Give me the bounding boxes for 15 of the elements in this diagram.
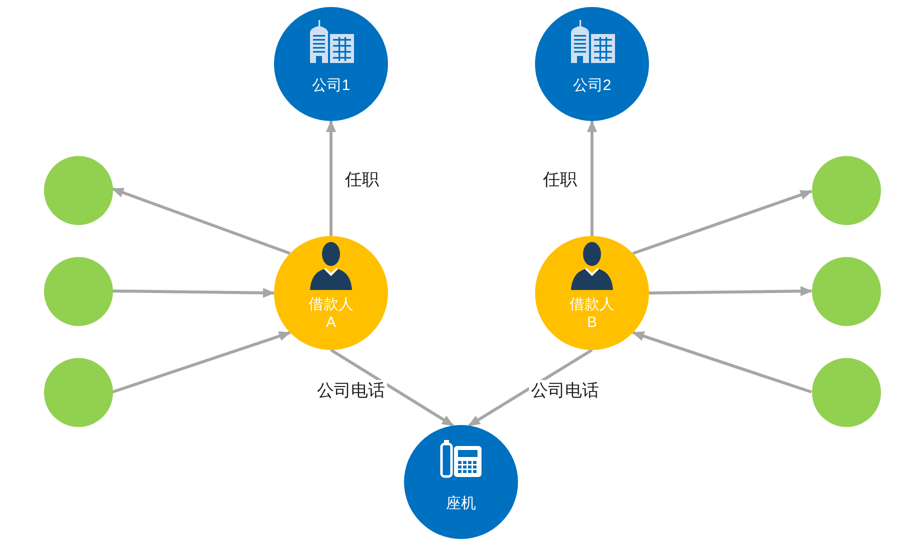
arrow (112, 288, 275, 298)
node-label: 借款人 A (308, 296, 354, 332)
arrow (326, 120, 336, 236)
arrow (112, 331, 291, 394)
node-label: 公司1 (310, 77, 352, 95)
node-label: 公司2 (572, 77, 612, 95)
node-label: 借款人 B (568, 296, 616, 332)
arrow (587, 120, 597, 236)
node-label: 座机 (445, 495, 477, 513)
arrow (112, 187, 291, 255)
arrow (468, 348, 593, 427)
arrow (632, 331, 812, 394)
arrow (632, 190, 812, 255)
arrow (330, 348, 454, 427)
arrow (648, 286, 812, 296)
